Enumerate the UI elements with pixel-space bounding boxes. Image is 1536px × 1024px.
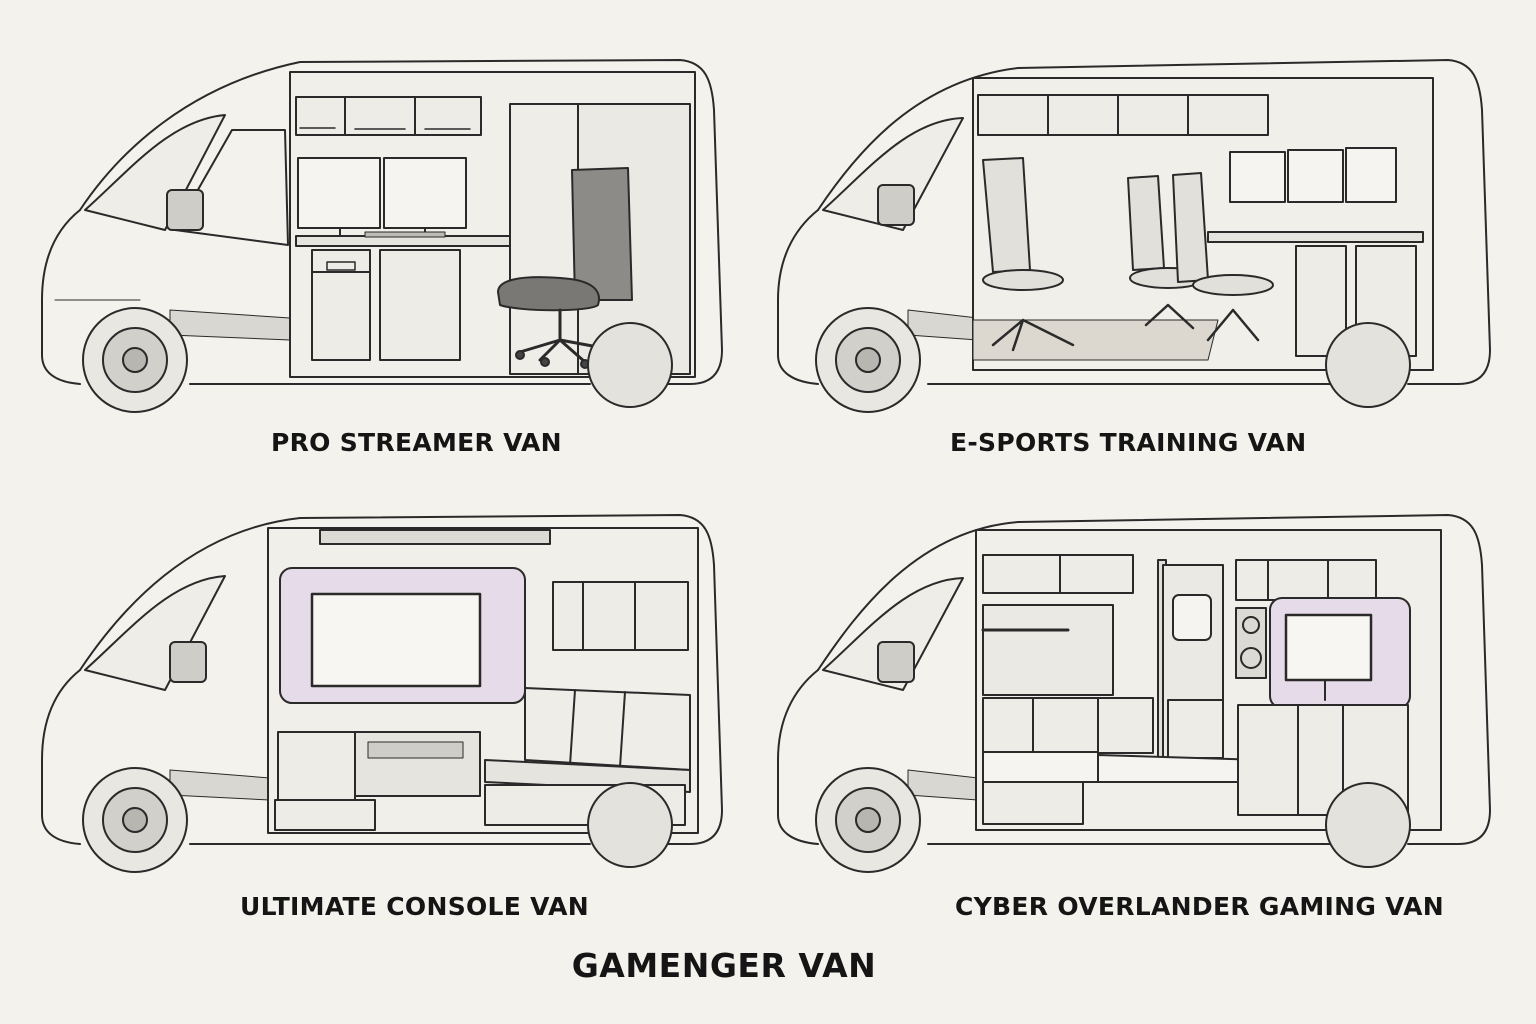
page-title: GAMENGER VAN (571, 946, 877, 985)
panel-cyber-overlander: CYBER OVERLANDER GAMING VAN (768, 470, 1536, 940)
van-label: PRO STREAMER VAN (271, 428, 562, 457)
van-illustration (41, 514, 723, 873)
van-label: E-SPORTS TRAINING VAN (950, 428, 1307, 457)
panel-esports-training: E-SPORTS TRAINING VAN (768, 0, 1536, 470)
van-label: CYBER OVERLANDER GAMING VAN (955, 892, 1444, 921)
van-illustration (777, 514, 1491, 873)
panel-ultimate-console: ULTIMATE CONSOLE VAN (0, 470, 768, 940)
van-label: ULTIMATE CONSOLE VAN (240, 892, 589, 921)
panel-pro-streamer: PRO STREAMER VAN (0, 0, 768, 470)
van-illustration (777, 59, 1491, 413)
van-illustration (41, 59, 723, 413)
